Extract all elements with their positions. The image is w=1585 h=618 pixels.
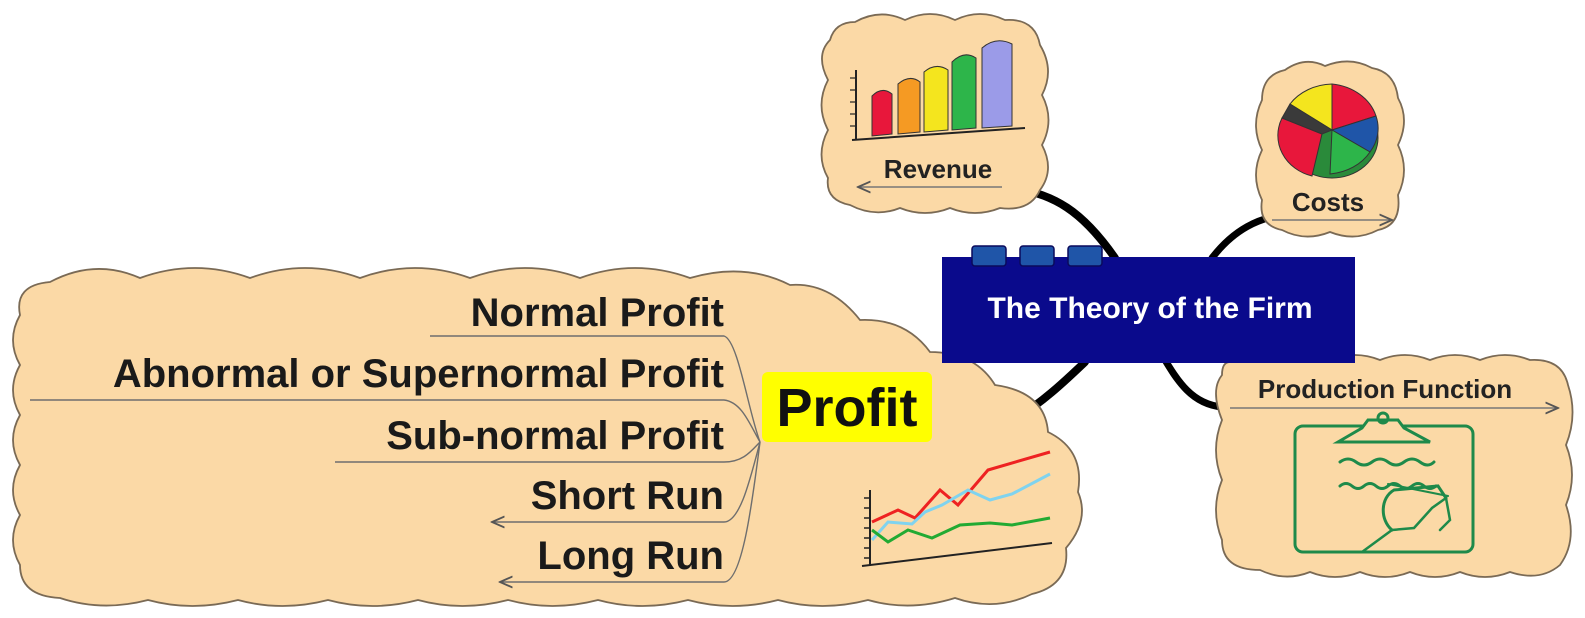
revenue-label[interactable]: Revenue (884, 154, 992, 184)
subtopic-short-run[interactable]: Short Run (531, 474, 724, 518)
branch-normal-profit (430, 335, 761, 443)
subtopic-normal-profit[interactable]: Normal Profit (471, 291, 724, 335)
profit-branches (30, 335, 761, 582)
bar-chart-icon (850, 40, 1026, 141)
central-tab-1 (971, 245, 1007, 267)
revenue-topic[interactable]: Revenue (820, 13, 1050, 214)
subtopic-subnormal-profit[interactable]: Sub-normal Profit (386, 414, 724, 458)
subtopic-abnormal-profit[interactable]: Abnormal or Supernormal Profit (113, 352, 724, 396)
line-chart-icon (861, 450, 1053, 567)
branch-long-run (500, 441, 761, 582)
production-label[interactable]: Production Function (1258, 374, 1512, 404)
clipboard-writing-icon (1293, 411, 1475, 554)
central-topic[interactable]: The Theory of the Firm (942, 245, 1355, 363)
profit-label[interactable]: Profit (777, 378, 918, 438)
profit-label-highlight (762, 372, 932, 442)
profit-topic[interactable]: Normal Profit Abnormal or Supernormal Pr… (12, 267, 1083, 607)
pie-chart-icon (1277, 83, 1379, 179)
subtopic-long-run[interactable]: Long Run (537, 534, 724, 578)
branch-subnormal-profit (335, 441, 761, 463)
branch-short-run (492, 441, 761, 522)
central-title[interactable]: The Theory of the Firm (987, 292, 1312, 325)
central-box (942, 257, 1355, 363)
profit-cloud (12, 267, 1083, 607)
central-tab-3 (1067, 245, 1103, 267)
central-tab-2 (1019, 245, 1055, 267)
costs-label[interactable]: Costs (1292, 187, 1364, 217)
costs-topic[interactable]: Costs (1255, 60, 1405, 238)
branch-abnormal-profit (30, 399, 761, 443)
production-topic[interactable]: Production Function (1215, 354, 1574, 578)
